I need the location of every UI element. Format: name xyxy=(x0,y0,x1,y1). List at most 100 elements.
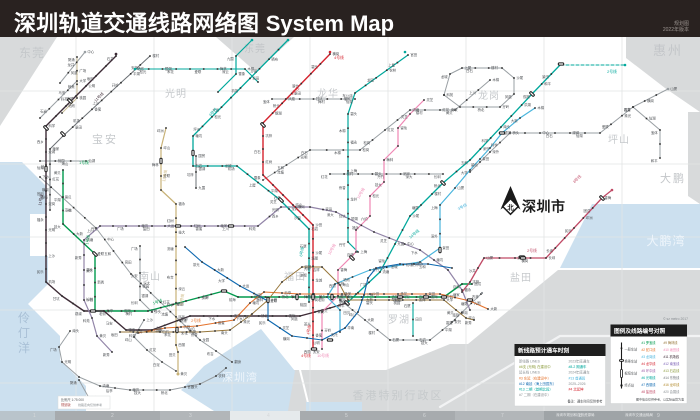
svg-text:华南: 华南 xyxy=(291,294,298,299)
svg-text:山厦: 山厦 xyxy=(486,255,493,260)
svg-text:珠光: 珠光 xyxy=(243,319,250,324)
svg-text:农林: 农林 xyxy=(389,67,396,72)
svg-text:光明: 光明 xyxy=(272,207,279,212)
svg-text:梅村: 梅村 xyxy=(318,99,325,104)
svg-text:#3 东延（在建设中）: #3 东延（在建设中） xyxy=(519,375,551,380)
svg-text:平湖: 平湖 xyxy=(54,197,61,202)
svg-text:一般车站: 一般车站 xyxy=(625,347,639,352)
svg-text:红花: 红花 xyxy=(163,300,170,305)
svg-text:新秀: 新秀 xyxy=(75,255,82,260)
svg-text:西乡: 西乡 xyxy=(272,214,279,219)
svg-text:白泥: 白泥 xyxy=(153,362,160,367)
svg-text:南头: 南头 xyxy=(221,330,228,335)
svg-text:大学: 大学 xyxy=(461,170,468,175)
svg-text:甘坑: 甘坑 xyxy=(316,96,323,101)
svg-text:光明: 光明 xyxy=(165,87,187,100)
svg-text:六约: 六约 xyxy=(188,326,195,331)
svg-text:福民: 福民 xyxy=(344,96,351,101)
svg-text:上川: 上川 xyxy=(469,90,476,95)
svg-text:坂田: 坂田 xyxy=(252,76,259,81)
svg-text:上梅: 上梅 xyxy=(431,205,438,210)
svg-text:杨美: 杨美 xyxy=(344,291,351,296)
svg-text:流塘: 流塘 xyxy=(167,246,174,251)
svg-text:沙井: 沙井 xyxy=(136,329,143,334)
svg-text:香蜜: 香蜜 xyxy=(624,107,631,112)
svg-text:百鸽: 百鸽 xyxy=(453,284,460,289)
svg-text:宝体: 宝体 xyxy=(263,99,270,104)
svg-text:凤凰: 凤凰 xyxy=(291,316,298,321)
svg-text:长圳: 长圳 xyxy=(131,300,138,305)
svg-text:香港特别行政区: 香港特别行政区 xyxy=(353,388,444,402)
svg-text:五和: 五和 xyxy=(419,264,426,269)
svg-text:禾花: 禾花 xyxy=(164,332,171,337)
svg-text:香蜜: 香蜜 xyxy=(218,320,225,325)
svg-text:新秀: 新秀 xyxy=(103,352,110,357)
svg-text:沙田: 沙田 xyxy=(270,297,277,302)
svg-text:科学: 科学 xyxy=(167,303,174,308)
svg-text:大新: 大新 xyxy=(511,118,518,123)
svg-text:洪湖: 洪湖 xyxy=(189,329,196,334)
svg-text:北: 北 xyxy=(507,203,514,212)
svg-text:民乐: 民乐 xyxy=(565,228,572,233)
svg-text:塘坑: 塘坑 xyxy=(132,387,139,392)
svg-text:香梅: 香梅 xyxy=(41,195,48,200)
svg-text:龙城: 龙城 xyxy=(441,74,448,79)
svg-text:南头: 南头 xyxy=(72,328,79,333)
svg-text:坑梓: 坑梓 xyxy=(265,133,272,138)
svg-text:桥北: 桥北 xyxy=(161,390,168,395)
svg-text:田贝: 田贝 xyxy=(343,311,350,315)
svg-text:官田: 官田 xyxy=(125,260,132,265)
svg-text:长圳: 长圳 xyxy=(546,248,553,253)
svg-text:4号线: 4号线 xyxy=(301,353,311,358)
svg-text:百鸽: 百鸽 xyxy=(419,294,426,299)
svg-text:中心: 中心 xyxy=(87,49,94,54)
svg-text:#10 坂田线: #10 坂田线 xyxy=(664,347,681,352)
svg-text:泥岗: 泥岗 xyxy=(403,171,410,176)
svg-text:香蜜: 香蜜 xyxy=(94,107,101,112)
svg-text:深大: 深大 xyxy=(406,174,413,179)
svg-text:雪象: 雪象 xyxy=(254,175,261,180)
svg-text:机场: 机场 xyxy=(228,166,235,171)
svg-text:凤凰: 凤凰 xyxy=(71,70,78,75)
svg-text:楼村: 楼村 xyxy=(491,65,498,70)
svg-text:#16 龙坪线: #16 龙坪线 xyxy=(664,382,681,387)
svg-text:机场: 机场 xyxy=(48,279,55,284)
svg-text:海山: 海山 xyxy=(176,302,183,307)
svg-text:马安: 马安 xyxy=(106,320,113,325)
svg-text:丹竹: 丹竹 xyxy=(372,267,379,272)
svg-text:大运: 大运 xyxy=(242,283,249,288)
svg-text:楼村: 楼村 xyxy=(347,171,354,176)
svg-text:龙城: 龙城 xyxy=(391,264,398,269)
svg-text:#13 首通段: #13 首通段 xyxy=(569,375,586,380)
svg-text:田贝: 田贝 xyxy=(415,318,422,322)
svg-text:西丽: 西丽 xyxy=(154,328,161,332)
svg-text:南头: 南头 xyxy=(503,124,510,129)
svg-text:塘坑: 塘坑 xyxy=(195,133,202,138)
svg-text:仙湖: 仙湖 xyxy=(37,165,44,170)
svg-text:福田: 福田 xyxy=(284,270,306,283)
svg-text:百鸽: 百鸽 xyxy=(337,294,344,299)
svg-text:灵芝: 灵芝 xyxy=(282,325,289,330)
svg-text:木棉: 木棉 xyxy=(339,128,346,133)
svg-text:塘坑: 塘坑 xyxy=(141,223,148,228)
svg-text:坑梓: 坑梓 xyxy=(472,279,479,284)
svg-text:坪山: 坪山 xyxy=(163,145,170,150)
svg-text:香梅: 香梅 xyxy=(431,294,438,299)
svg-text:白石: 白石 xyxy=(162,329,169,334)
svg-text:木棉: 木棉 xyxy=(334,150,341,155)
svg-text:农林: 农林 xyxy=(234,313,241,318)
svg-text:洋: 洋 xyxy=(18,340,30,355)
svg-text:黄贝: 黄贝 xyxy=(446,110,453,115)
svg-text:4号线: 4号线 xyxy=(305,324,312,335)
svg-text:石井: 石井 xyxy=(624,107,631,112)
svg-text:葵涌: 葵涌 xyxy=(70,380,77,385)
svg-text:伶: 伶 xyxy=(18,311,30,325)
svg-text:官田: 官田 xyxy=(410,52,417,57)
svg-text:松元: 松元 xyxy=(214,114,221,119)
svg-text:木棉: 木棉 xyxy=(247,66,254,71)
svg-text:香梅: 香梅 xyxy=(604,195,611,200)
svg-text:仃: 仃 xyxy=(18,326,30,340)
svg-text:晒布: 晒布 xyxy=(343,277,350,282)
svg-text:塘家: 塘家 xyxy=(220,223,227,228)
svg-text:2023年底通车: 2023年底通车 xyxy=(569,359,591,364)
